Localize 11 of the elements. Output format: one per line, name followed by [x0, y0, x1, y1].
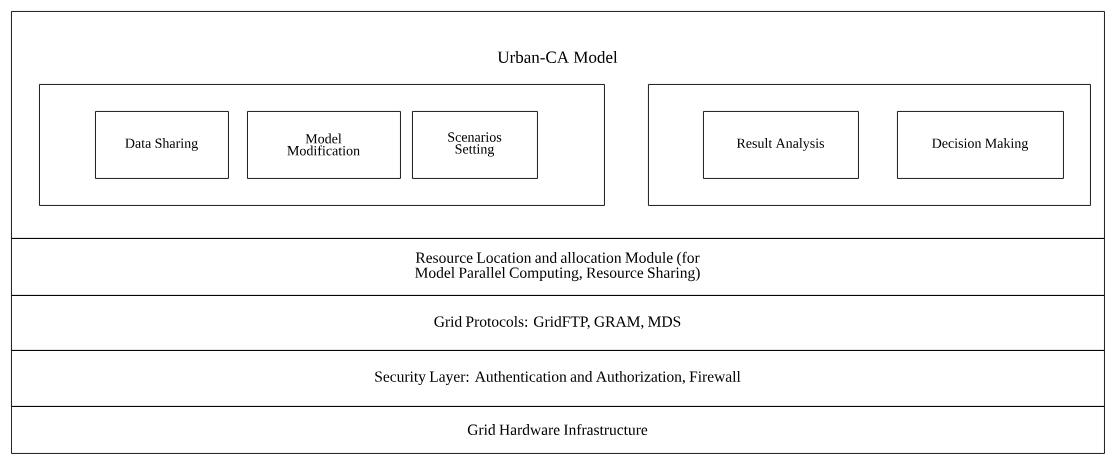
- module-box: Data Sharing: [95, 111, 229, 179]
- module-box: Model Modification: [247, 111, 401, 179]
- layer-band: Resource Location and allocation Module (for Model Parallel Computing, Resource Sharing): [11, 238, 1105, 296]
- layer-band: Grid Hardware Infrastructure: [11, 406, 1105, 454]
- layer-band: Grid Protocols: GridFTP, GRAM, MDS: [11, 295, 1105, 351]
- group-box: [39, 84, 605, 206]
- module-box: Result Analysis: [703, 111, 859, 179]
- module-box: Decision Making: [897, 111, 1064, 179]
- module-box: Scenarios Setting: [412, 111, 538, 179]
- layer-band: Security Layer: Authentication and Authorization, Firewall: [11, 350, 1105, 407]
- group-box: [648, 84, 1091, 206]
